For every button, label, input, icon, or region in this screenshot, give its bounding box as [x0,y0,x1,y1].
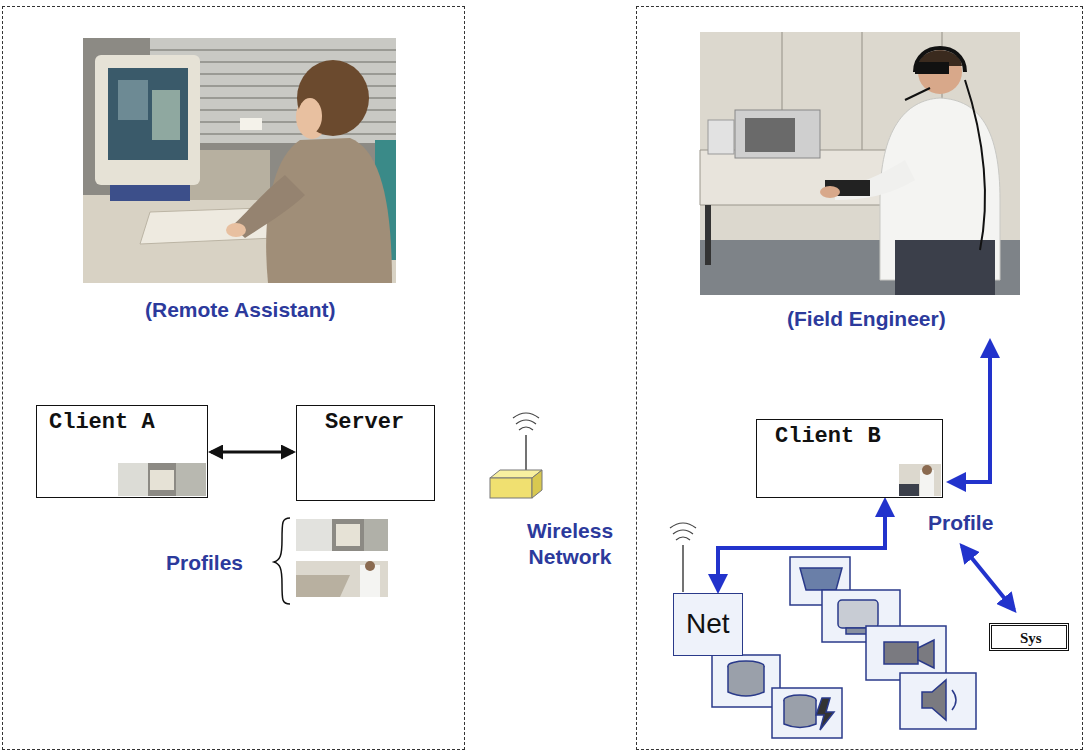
drawing-line [682,545,684,592]
drawing-path [965,80,985,250]
drawing-polygon [922,680,946,720]
drawing-line [962,546,1014,610]
drawing-path [952,690,956,710]
site-panel: (Field Engineer) Client B NetSys [636,6,1083,750]
system-box: Sys [989,623,1069,651]
field-engineer-photo [700,32,1020,295]
drawing-path [784,700,816,728]
wireless-router [490,413,542,498]
box-label: Server [325,410,404,435]
drawing-path [905,88,930,100]
drawing-rect [772,688,842,738]
profile-arrows [950,342,1014,610]
drawing-rect [95,55,200,185]
server-box: Server [296,405,435,501]
remote-assistant-photo [83,38,396,283]
drawing-ellipse [226,223,246,237]
panel-caption: (Field Engineer) [787,307,946,331]
drawing-polygon [800,568,842,590]
drawing-rect [83,38,396,283]
drawing-rect [915,62,949,74]
drawing-rect [838,600,878,628]
drawing-polygon [296,575,350,597]
drawing-polygon [918,640,934,668]
drawing-rect [110,185,190,201]
drawing-rect [705,205,711,265]
drawing-rect [866,626,946,680]
drawing-rect [899,464,941,496]
drawing-polyline [950,342,990,482]
client-box: Client B [756,419,943,498]
site-panel: (Remote Assistant) Client A Server [2,6,465,750]
drawing-rect [118,463,206,496]
annotation-label: Profiles [166,550,243,576]
drawing-path [513,413,539,430]
client-box: Client A [36,405,208,498]
drawing-line [525,435,527,470]
drawing-rect [745,118,795,152]
net-antenna [670,523,696,592]
box-label: Client B [775,424,881,449]
panel-caption: (Remote Assistant) [145,298,336,322]
box-label: Client A [49,410,155,435]
drawing-ellipse [297,60,369,136]
drawing-rect [152,90,180,140]
drawing-rect [712,655,780,707]
drawing-rect [296,519,388,551]
drawing-rect [108,68,188,160]
drawing-circle [922,465,932,475]
drawing-polygon [532,470,542,498]
drawing-rect [150,470,174,490]
device-icons [712,557,976,738]
annotation-label: Wireless Network [522,518,618,571]
drawing-rect [700,240,1020,295]
drawing-rect [708,120,734,154]
drawing-circle [365,561,375,571]
annotation-label: Profile [928,510,993,536]
brace [274,518,290,604]
drawing-ellipse [820,186,840,198]
drawing-rect [296,561,388,597]
drawing-rect [364,519,388,551]
drawing-rect [118,80,148,120]
drawing-rect [490,478,532,498]
drawing-path [728,666,764,696]
drawing-rect [176,463,206,496]
connector-arrow [211,451,293,454]
drawing-rect [700,32,1020,295]
drawing-rect [118,463,148,496]
drawing-rect [240,118,262,130]
drawing-rect [735,110,820,158]
box-label: Sys [1020,630,1042,647]
drawing-polygon [816,698,834,730]
network-box: Net [673,593,743,656]
drawing-rect [884,642,918,664]
drawing-path [670,523,696,540]
drawing-rect [296,519,332,551]
drawing-rect [899,484,919,496]
profile-thumbnails [118,463,941,597]
drawing-rect [900,673,976,729]
drawing-ellipse [298,98,322,134]
drawing-rect [336,524,360,546]
drawing-line [150,49,396,51]
box-label: Net [686,608,730,640]
connector-arrow [718,501,885,590]
